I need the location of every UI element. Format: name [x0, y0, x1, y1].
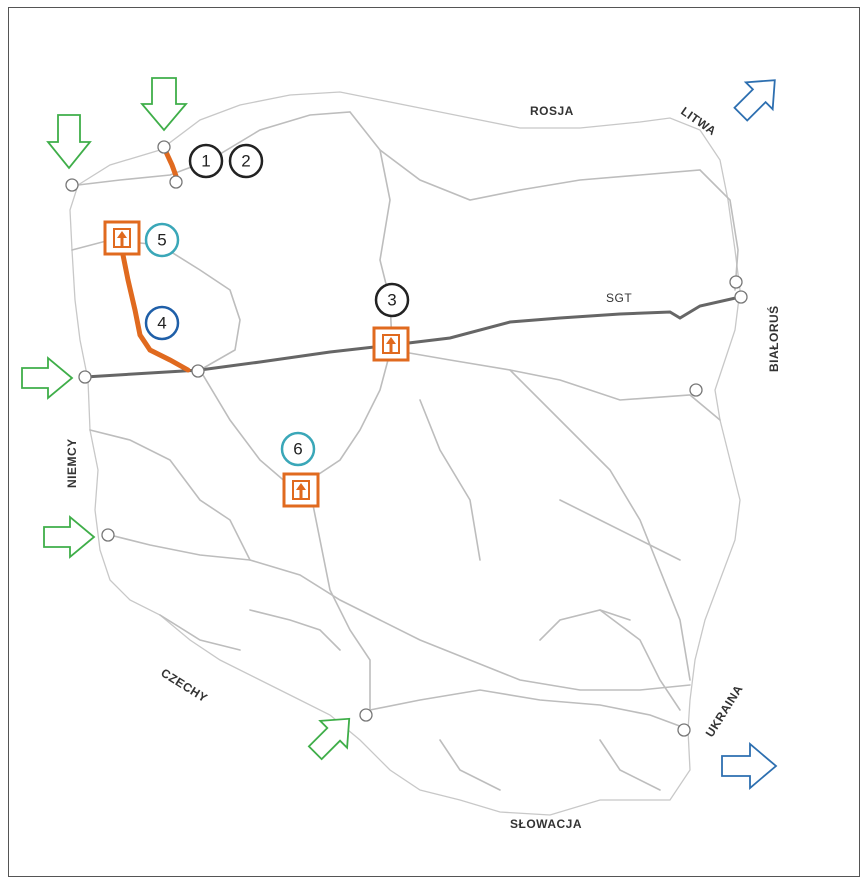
svg-text:4: 4: [157, 314, 166, 333]
project-pipeline-4: [119, 247, 191, 373]
label-ukraina: UKRAINA: [703, 682, 746, 739]
orange-square-arrow-icon: [372, 326, 410, 362]
pipeline-network: [71, 111, 739, 791]
label-bialorus: BIAŁORUŚ: [766, 305, 781, 372]
country-outline: [69, 91, 741, 816]
sgt-pipeline: [84, 295, 741, 379]
marker-1: 1: [188, 143, 224, 179]
label-slowacja: SŁOWACJA: [510, 817, 582, 831]
svg-text:3: 3: [387, 291, 396, 310]
project-pipeline-1-2: [163, 149, 179, 179]
svg-text:1: 1: [201, 152, 210, 171]
network-nodes: [65, 140, 748, 737]
marker-6: 6: [280, 431, 316, 467]
svg-text:2: 2: [241, 152, 250, 171]
marker-5: 5: [144, 222, 180, 258]
label-czechy: CZECHY: [158, 666, 210, 706]
blue-outline-arrow-icon: [721, 79, 778, 790]
green-outline-arrow-icon: [21, 77, 351, 761]
label-litwa: LITWA: [678, 104, 719, 138]
marker-4: 4: [144, 305, 180, 341]
svg-text:5: 5: [157, 231, 166, 250]
marker-2: 2: [228, 143, 264, 179]
label-niemcy: NIEMCY: [65, 438, 79, 488]
marker-3: 3: [374, 282, 410, 318]
orange-square-arrow-icon: [282, 472, 320, 508]
map-frame: [8, 7, 860, 877]
svg-text:6: 6: [293, 440, 302, 459]
label-rosja: ROSJA: [530, 104, 574, 118]
orange-square-arrow-icon: [103, 220, 141, 256]
label-sgt: SGT: [606, 291, 632, 305]
